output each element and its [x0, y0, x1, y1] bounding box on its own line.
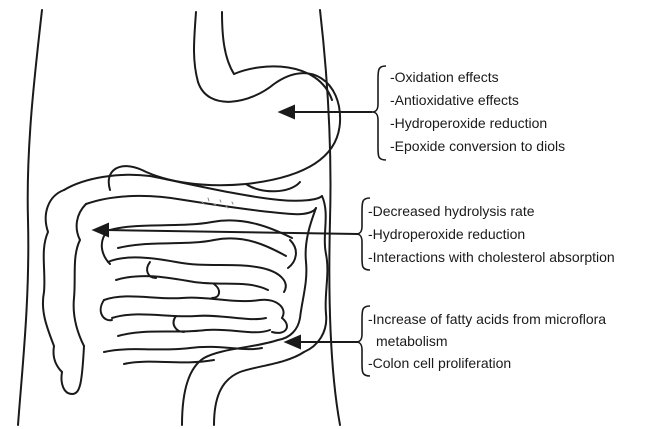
stomach	[109, 73, 340, 190]
rectum	[214, 352, 304, 425]
stomach-effect-3: -Hydroperoxide reduction	[390, 114, 565, 132]
colon-effects-list: -Increase of fatty acids from microflora…	[368, 310, 606, 372]
stomach-effects-list: -Oxidation effects -Antioxidative effect…	[390, 68, 565, 155]
arrow-small-intestine-line	[106, 230, 358, 234]
arrow-small-intestine-head	[94, 224, 108, 236]
arrow-stomach-head	[280, 106, 294, 118]
ascending-colon	[43, 190, 64, 372]
small-intestine-effect-2: -Hydroperoxide reduction	[368, 225, 615, 243]
stomach-effect-1: -Oxidation effects	[390, 68, 565, 86]
brace-stomach	[372, 66, 386, 160]
transverse-colon	[64, 175, 322, 201]
stomach-effect-4: -Epoxide conversion to diols	[390, 137, 565, 155]
esophagus	[194, 12, 198, 82]
small-intestine-effect-1: -Decreased hydrolysis rate	[368, 202, 615, 220]
stomach-effect-2: -Antioxidative effects	[390, 91, 565, 109]
arrow-colon-head	[286, 336, 300, 348]
colon-effect-1: -Increase of fatty acids from microflora	[368, 310, 606, 328]
descending-colon	[304, 196, 327, 352]
body-outline-right	[320, 10, 340, 425]
body-outline-left	[18, 10, 42, 425]
small-intestine-effect-3: -Interactions with cholesterol absorptio…	[368, 248, 615, 266]
colon-effect-2: -Colon cell proliferation	[368, 354, 606, 372]
small-intestine-effects-list: -Decreased hydrolysis rate -Hydroperoxid…	[368, 202, 615, 266]
colon-effect-1-continued: metabolism	[368, 332, 606, 350]
